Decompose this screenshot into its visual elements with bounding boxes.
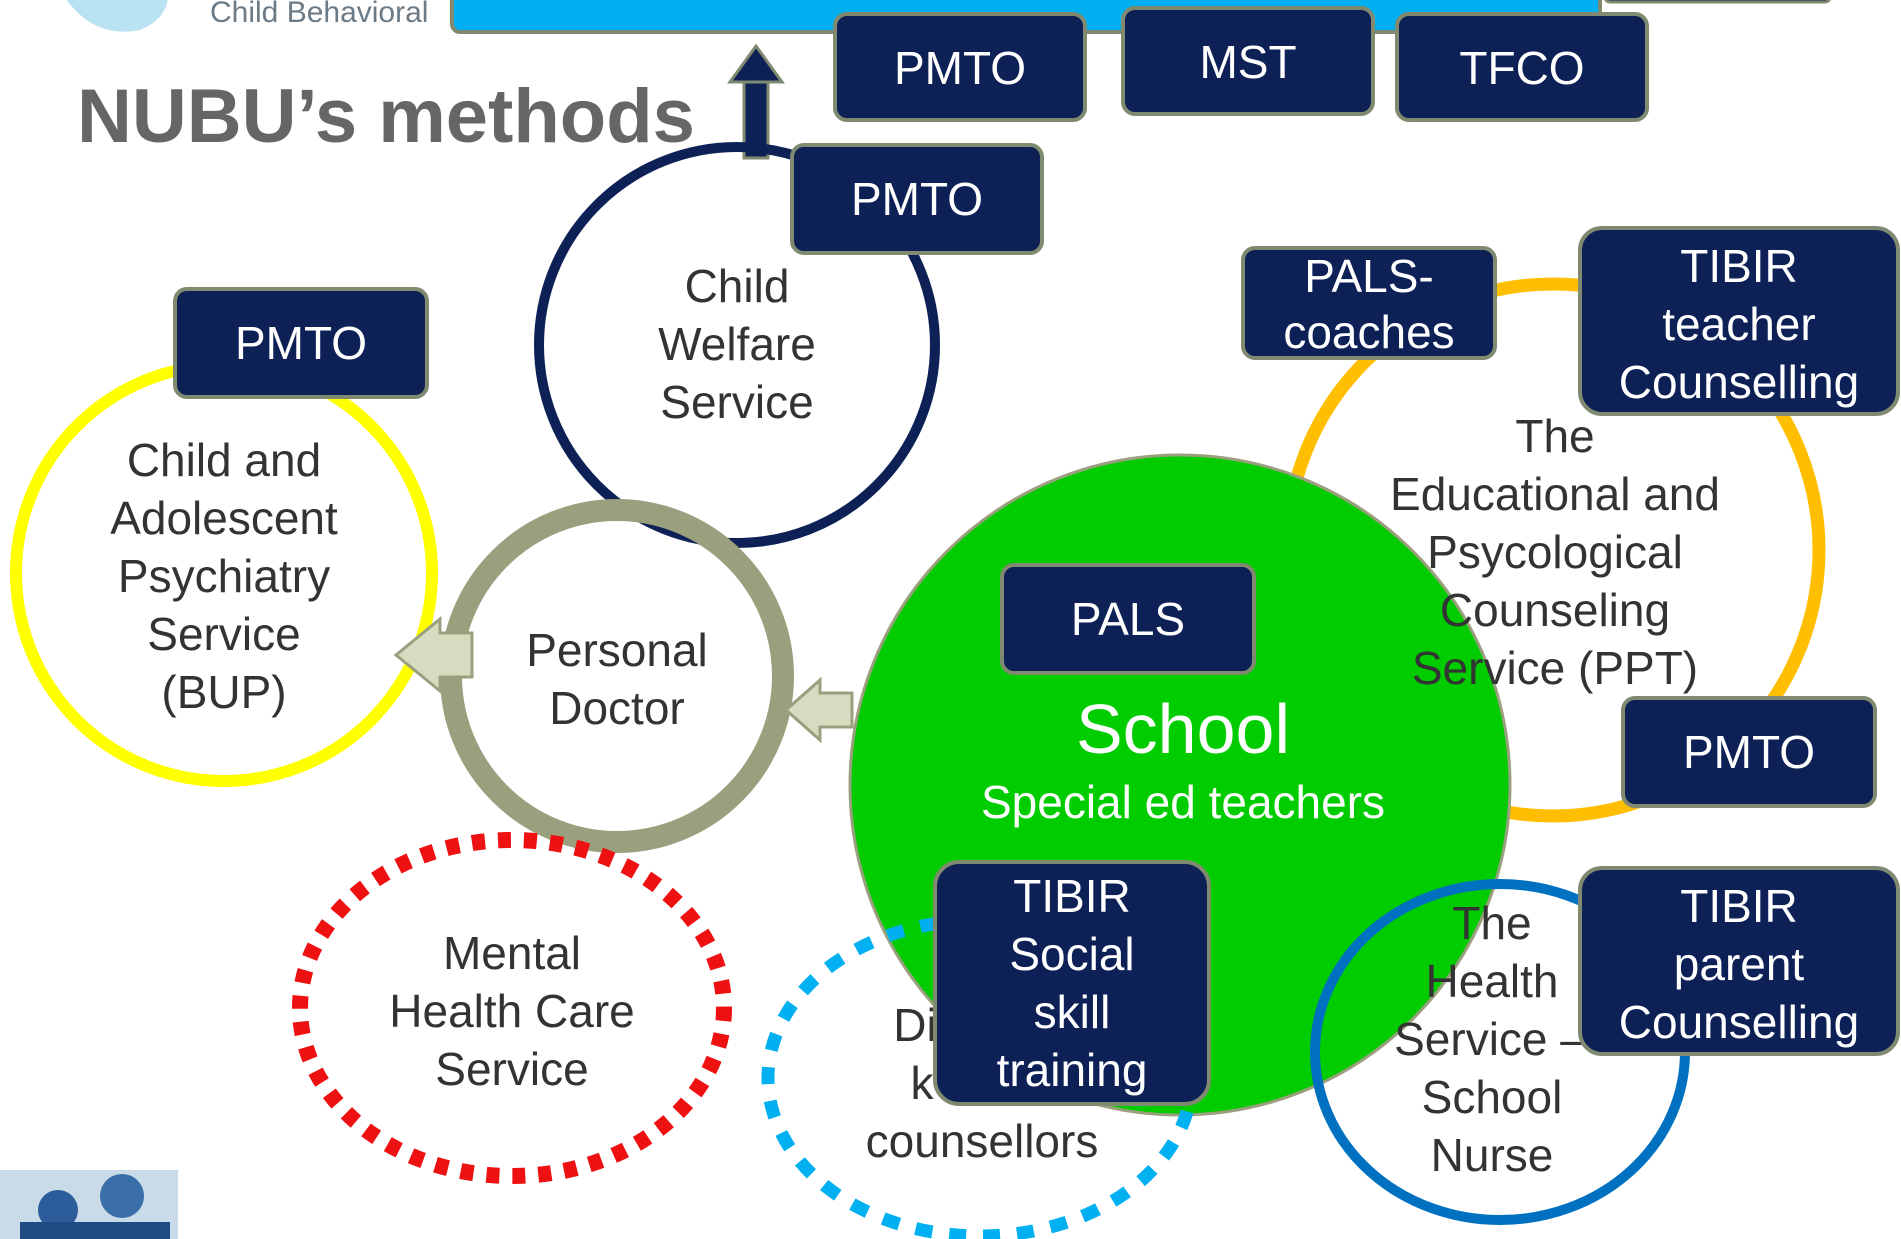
svg-text:counsellors: counsellors (866, 1115, 1099, 1167)
bup-label: Child and Adolescent Psychiatry Service … (110, 434, 338, 718)
child-welfare-label: Child Welfare Service (658, 260, 816, 428)
svg-text:PMTO: PMTO (235, 317, 367, 369)
ppt-label: The Educational and Psycological Counsel… (1390, 410, 1720, 694)
svg-text:Counseling: Counseling (1440, 584, 1670, 636)
svg-text:Psycological: Psycological (1427, 526, 1683, 578)
svg-text:PMTO: PMTO (851, 173, 983, 225)
top-method-badge: TFCO (1395, 12, 1649, 122)
svg-text:Service (PPT): Service (PPT) (1412, 642, 1698, 694)
svg-text:Adolescent: Adolescent (110, 492, 338, 544)
school-label: School Special ed teachers (981, 690, 1385, 828)
top-right-box (1604, 0, 1831, 4)
svg-text:TIBIR: TIBIR (1680, 880, 1798, 932)
children-photo (0, 1170, 178, 1239)
up-arrow-icon (727, 43, 785, 160)
svg-text:The: The (1452, 897, 1531, 949)
svg-text:PALS-: PALS- (1304, 250, 1434, 302)
arrow-left-icon (783, 676, 854, 744)
svg-text:Nurse: Nurse (1431, 1129, 1554, 1181)
svg-text:TFCO: TFCO (1459, 42, 1584, 94)
svg-text:teacher: teacher (1662, 298, 1815, 350)
personal-doctor-circle (440, 499, 794, 853)
health-service-label: The Health Service – School Nurse (1394, 897, 1586, 1181)
svg-text:MST: MST (1199, 36, 1296, 88)
tibir-teacher-badge: TIBIR teacher Counselling (1578, 226, 1900, 416)
svg-text:Service: Service (660, 376, 813, 428)
school-title: School (1076, 690, 1290, 768)
personal-doctor-label: Personal Doctor (526, 624, 708, 734)
svg-text:Child and: Child and (127, 434, 321, 486)
svg-text:training: training (997, 1044, 1148, 1096)
svg-text:(BUP): (BUP) (161, 666, 286, 718)
svg-text:parent: parent (1674, 938, 1805, 990)
school-pals-badge: PALS (1000, 563, 1256, 675)
svg-text:Health: Health (1426, 955, 1559, 1007)
svg-text:Educational and: Educational and (1390, 468, 1720, 520)
svg-text:skill: skill (1034, 986, 1111, 1038)
svg-text:PALS: PALS (1071, 593, 1185, 645)
school-subtitle: Special ed teachers (981, 776, 1385, 828)
child-welfare-pmto-badge: PMTO (790, 143, 1044, 255)
svg-text:Welfare: Welfare (658, 318, 816, 370)
svg-text:Health Care: Health Care (389, 985, 634, 1037)
page-title: NUBU’s methods (77, 74, 695, 159)
svg-text:PMTO: PMTO (1683, 726, 1815, 778)
counsellors-label: Di k counsellors (866, 999, 1099, 1167)
svg-text:Mental: Mental (443, 927, 581, 979)
svg-text:The: The (1515, 410, 1594, 462)
svg-text:Di: Di (893, 999, 936, 1051)
svg-text:Service: Service (435, 1043, 588, 1095)
svg-text:TIBIR: TIBIR (1013, 870, 1131, 922)
child-welfare-circle (534, 142, 940, 548)
svg-text:Psychiatry: Psychiatry (118, 550, 330, 602)
mental-health-circle (292, 832, 732, 1184)
bup-pmto-badge: PMTO (173, 287, 429, 399)
logo-text: Child Behavioral (210, 0, 428, 29)
svg-text:PMTO: PMTO (894, 42, 1026, 94)
svg-text:Counselling: Counselling (1619, 356, 1859, 408)
top-method-badge: MST (1121, 6, 1375, 116)
svg-text:Counselling: Counselling (1619, 996, 1859, 1048)
logo: Child Behavioral (66, 0, 428, 32)
svg-text:Personal: Personal (526, 624, 708, 676)
mental-health-label: Mental Health Care Service (389, 927, 634, 1095)
tibir-social-skill-badge: TIBIR Social skill training (933, 860, 1211, 1106)
svg-text:k: k (911, 1057, 935, 1109)
top-method-badge: PMTO (833, 12, 1087, 122)
arrow-left-icon (393, 615, 474, 695)
svg-text:Doctor: Doctor (549, 682, 684, 734)
svg-text:Social: Social (1009, 928, 1134, 980)
svg-text:TIBIR: TIBIR (1680, 240, 1798, 292)
tibir-parent-badge: TIBIR parent Counselling (1578, 866, 1900, 1056)
svg-text:Child: Child (685, 260, 790, 312)
svg-text:Service: Service (147, 608, 300, 660)
ppt-pmto-badge: PMTO (1621, 696, 1877, 808)
svg-text:coaches: coaches (1283, 306, 1454, 358)
svg-text:School: School (1422, 1071, 1563, 1123)
svg-text:Service –: Service – (1394, 1013, 1586, 1065)
pals-coaches-badge: PALS- coaches (1241, 246, 1497, 360)
